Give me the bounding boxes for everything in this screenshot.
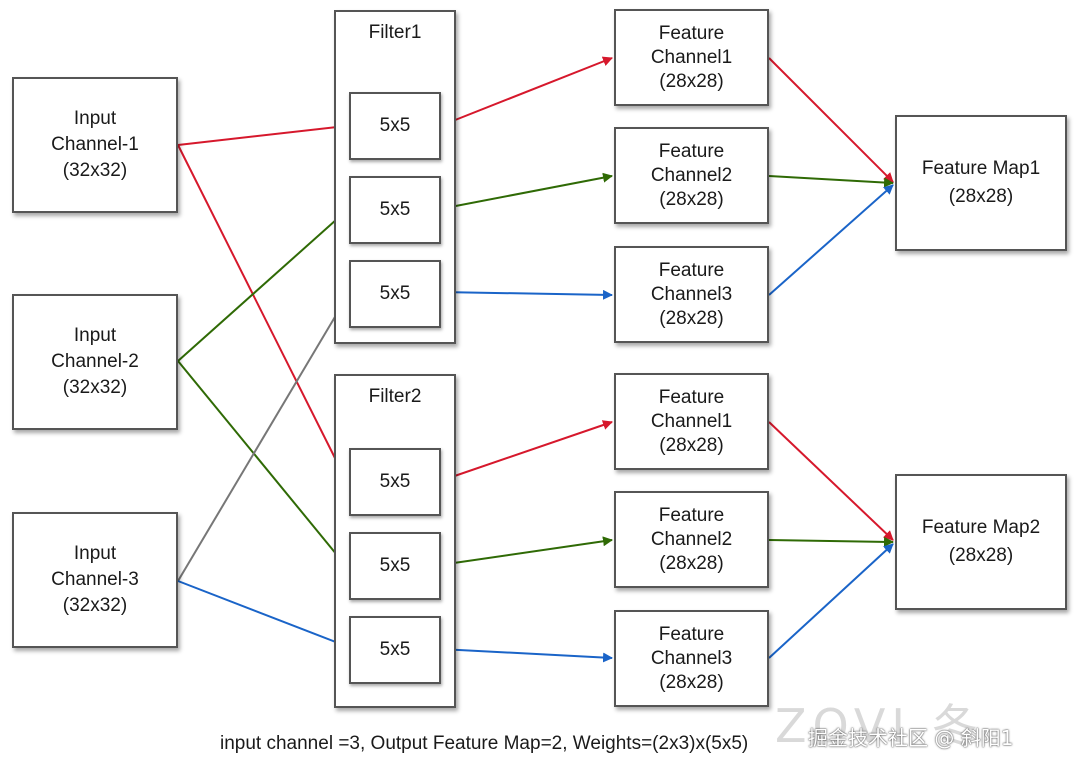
arrow-fc1-fm1 bbox=[768, 57, 894, 183]
arrow-f1k3-fc3 bbox=[439, 289, 613, 300]
input-label: Input bbox=[73, 543, 117, 564]
input-channel-2: Input Channel-2 (32x32) bbox=[12, 294, 178, 430]
feature-channel-name: Channel2 bbox=[650, 528, 733, 550]
feature-map-size: (28x28) bbox=[948, 186, 1014, 207]
feature-size: (28x28) bbox=[659, 70, 724, 92]
input-size: (32x32) bbox=[62, 377, 128, 398]
input-channel-name: Channel-2 bbox=[51, 351, 139, 372]
kernel-5x5: 5x5 bbox=[349, 616, 441, 684]
feature-map-2: Feature Map2 (28x28) bbox=[895, 474, 1067, 610]
feature-channel-3a: Feature Channel3 (28x28) bbox=[614, 246, 769, 343]
input-size: (32x32) bbox=[62, 595, 128, 616]
feature-channel-1a: Feature Channel1 (28x28) bbox=[614, 9, 769, 106]
filter-2: Filter2 5x5 5x5 5x5 bbox=[334, 374, 456, 708]
feature-label: Feature bbox=[658, 259, 725, 281]
watermark-logo: ZOVI 冬 bbox=[775, 699, 984, 753]
feature-channel-name: Channel3 bbox=[650, 283, 733, 305]
feature-label: Feature bbox=[658, 504, 725, 526]
input-label: Input bbox=[73, 108, 117, 129]
feature-size: (28x28) bbox=[659, 671, 724, 693]
kernel-5x5: 5x5 bbox=[349, 448, 441, 516]
feature-label: Feature bbox=[658, 386, 725, 408]
feature-label: Feature bbox=[658, 140, 725, 162]
kernel-5x5: 5x5 bbox=[349, 92, 441, 160]
feature-map-size: (28x28) bbox=[948, 545, 1014, 566]
arrow-f1k2-fc2 bbox=[439, 172, 613, 210]
input-channel-name: Channel-1 bbox=[51, 134, 139, 155]
arrow-fc3-fm1 bbox=[768, 184, 894, 296]
arrow-in3-f2k3 bbox=[177, 580, 347, 648]
arrow-f2k1-fc4 bbox=[439, 420, 613, 482]
feature-size: (28x28) bbox=[659, 188, 724, 210]
arrow-f1k1-fc1 bbox=[439, 56, 613, 127]
arrow-f2k2-fc5 bbox=[439, 536, 613, 566]
feature-size: (28x28) bbox=[659, 434, 724, 456]
feature-channel-3b: Feature Channel3 (28x28) bbox=[614, 610, 769, 707]
feature-map-1: Feature Map1 (28x28) bbox=[895, 115, 1067, 251]
feature-channel-name: Channel3 bbox=[650, 647, 733, 669]
feature-map-name: Feature Map1 bbox=[921, 158, 1041, 179]
input-channel-name: Channel-3 bbox=[51, 569, 139, 590]
filter-title: Filter2 bbox=[368, 386, 422, 407]
arrow-in3-f1k3 bbox=[177, 294, 349, 582]
feature-channel-name: Channel1 bbox=[650, 410, 733, 432]
input-label: Input bbox=[73, 325, 117, 346]
filter-1: Filter1 5x5 5x5 5x5 bbox=[334, 10, 456, 344]
watermark-text: 掘金技术社区 @ 斜阳1 bbox=[808, 726, 1014, 750]
arrow-fc4-fm2 bbox=[768, 421, 894, 541]
kernel-5x5: 5x5 bbox=[349, 532, 441, 600]
arrow-in1-f2k1 bbox=[177, 144, 347, 481]
diagram-caption: input channel =3, Output Feature Map=2, … bbox=[220, 733, 749, 754]
arrow-fc5-fm2 bbox=[768, 536, 894, 547]
filter-title: Filter1 bbox=[368, 22, 422, 43]
input-size: (32x32) bbox=[62, 160, 128, 181]
feature-size: (28x28) bbox=[659, 307, 724, 329]
feature-map-name: Feature Map2 bbox=[921, 517, 1041, 538]
arrow-fc6-fm2 bbox=[768, 543, 894, 659]
feature-channel-2b: Feature Channel2 (28x28) bbox=[614, 491, 769, 588]
arrow-fc2-fm1 bbox=[768, 175, 894, 188]
input-channel-1: Input Channel-1 (32x32) bbox=[12, 77, 178, 213]
arrow-in2-f2k2 bbox=[177, 360, 347, 567]
feature-channel-1b: Feature Channel1 (28x28) bbox=[614, 373, 769, 470]
feature-label: Feature bbox=[658, 22, 725, 44]
feature-channel-name: Channel1 bbox=[650, 46, 733, 68]
kernel-5x5: 5x5 bbox=[349, 176, 441, 244]
feature-size: (28x28) bbox=[659, 552, 724, 574]
feature-label: Feature bbox=[658, 623, 725, 645]
input-channel-3: Input Channel-3 (32x32) bbox=[12, 512, 178, 648]
feature-channel-2a: Feature Channel2 (28x28) bbox=[614, 127, 769, 224]
kernel-5x5: 5x5 bbox=[349, 260, 441, 328]
arrow-f2k3-fc6 bbox=[439, 648, 613, 663]
feature-channel-name: Channel2 bbox=[650, 164, 733, 186]
arrow-in1-f1k1 bbox=[177, 122, 347, 146]
arrow-in2-f1k2 bbox=[177, 210, 347, 362]
